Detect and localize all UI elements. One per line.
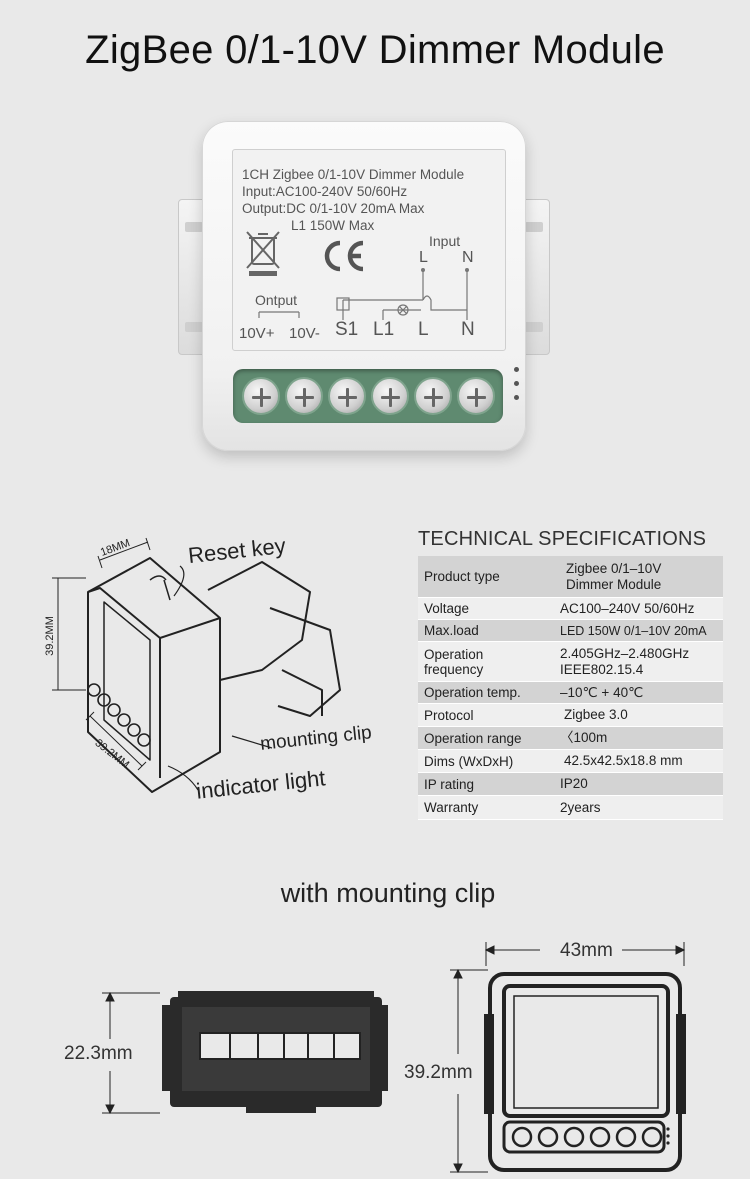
side-view-lines (102, 991, 388, 1115)
spec-row: Dims (WxDxH) 42.5x42.5x18.8 mm (418, 750, 723, 773)
spec-key: Max.load (424, 623, 479, 638)
dim-height: 39.2MM (43, 616, 56, 656)
spec-value: 〈100m (560, 730, 608, 745)
spec-key: Product type (424, 569, 500, 584)
module-body: 1CH Zigbee 0/1-10V Dimmer Module Input:A… (202, 121, 526, 451)
spec-key: Warranty (424, 800, 479, 815)
clip-section-title: with mounting clip (280, 878, 496, 908)
spec-value: IP20 (560, 776, 588, 791)
side-view-drawing: 22.3mm (50, 985, 390, 1125)
spec-value: LED 150W 0/1–10V 20mA (560, 623, 707, 638)
spec-row: IP rating IP20 (418, 773, 723, 796)
wiring-schematic (258, 268, 469, 320)
label-input-n: N (462, 249, 474, 266)
page-title: ZigBee 0/1-10V Dimmer Module (85, 28, 665, 72)
spec-row: Product type Zigbee 0/1–10V Dimmer Modul… (418, 556, 723, 598)
front-view-lines (450, 942, 686, 1174)
product-photo: 1CH Zigbee 0/1-10V Dimmer Module Input:A… (170, 115, 570, 465)
label-line-3: Output:DC 0/1-10V 20mA Max (242, 201, 425, 216)
spec-key: Dims (WxDxH) (424, 753, 514, 769)
spec-row: Protocol Zigbee 3.0 (418, 704, 723, 727)
terminal-screw (327, 377, 366, 415)
spec-value: Zigbee 3.0 (564, 707, 628, 722)
terminal-label-n: N (461, 319, 475, 340)
spec-row: Operation temp. –10℃ + 40℃ (418, 682, 723, 704)
weee-bin-icon (246, 231, 280, 276)
terminal-screw (241, 377, 280, 415)
label-line-1: 1CH Zigbee 0/1-10V Dimmer Module (242, 167, 465, 182)
spec-key: Protocol (424, 707, 474, 723)
terminal-screw (284, 377, 323, 415)
spec-key: Operation frequency (424, 646, 484, 677)
spec-value: –10℃ + 40℃ (560, 684, 644, 700)
label-output: Ontput (255, 292, 298, 308)
specs-table: Product type Zigbee 0/1–10V Dimmer Modul… (418, 556, 723, 820)
spec-key: Operation range (424, 730, 522, 746)
terminal-label-l1: L1 (373, 319, 395, 340)
indicator-led (514, 381, 519, 386)
terminal-screw (456, 377, 495, 415)
spec-row: Warranty 2years (418, 796, 723, 820)
module-line-drawing (52, 537, 341, 793)
label-input: Input (429, 233, 461, 249)
dim-front-width: 43mm (560, 940, 613, 961)
spec-value: AC100–240V 50/60Hz (560, 600, 695, 616)
terminal-screw (413, 377, 452, 415)
dim-side-height: 22.3mm (64, 1043, 133, 1064)
label-line-2: Input:AC100-240V 50/60Hz (242, 184, 408, 199)
spec-key: Voltage (424, 601, 470, 616)
spec-value: 2.405GHz–2.480GHz IEEE802.15.4 (560, 645, 690, 677)
spec-value: Zigbee 0/1–10V Dimmer Module (566, 560, 662, 592)
ce-mark-icon (324, 240, 364, 272)
spec-key: IP rating (424, 776, 475, 792)
terminal-label-10v-plus: 10V+ (239, 325, 275, 342)
label-input-l: L (419, 249, 428, 266)
indicator-led (514, 367, 519, 372)
spec-row: Voltage AC100–240V 50/60Hz (418, 598, 723, 620)
spec-value: 42.5x42.5x18.8 mm (564, 753, 683, 768)
terminal-label-s1: S1 (335, 319, 359, 340)
terminal-block (233, 369, 503, 423)
product-label: 1CH Zigbee 0/1-10V Dimmer Module Input:A… (232, 149, 506, 351)
spec-value: 2years (560, 799, 601, 815)
spec-row: Operation range 〈100m (418, 727, 723, 750)
terminal-label-l: L (418, 319, 429, 340)
spec-key: Operation temp. (424, 685, 521, 700)
specs-heading: TECHNICAL SPECIFICATIONS (418, 528, 707, 550)
terminal-screw (370, 377, 409, 415)
spec-row: Max.load LED 150W 0/1–10V 20mA (418, 620, 723, 642)
indicator-led (514, 395, 519, 400)
front-view-drawing: 43mm 39.2mm (400, 936, 690, 1176)
terminal-label-10v-minus: 10V- (289, 325, 320, 342)
spec-row: Operation frequency 2.405GHz–2.480GHz IE… (418, 642, 723, 682)
dim-front-height: 39.2mm (404, 1062, 473, 1083)
dimension-sketch: 18MM 39.2MM 39.2MM Reset key mounting cl… (30, 520, 410, 820)
label-line-4: L1 150W Max (291, 218, 375, 233)
